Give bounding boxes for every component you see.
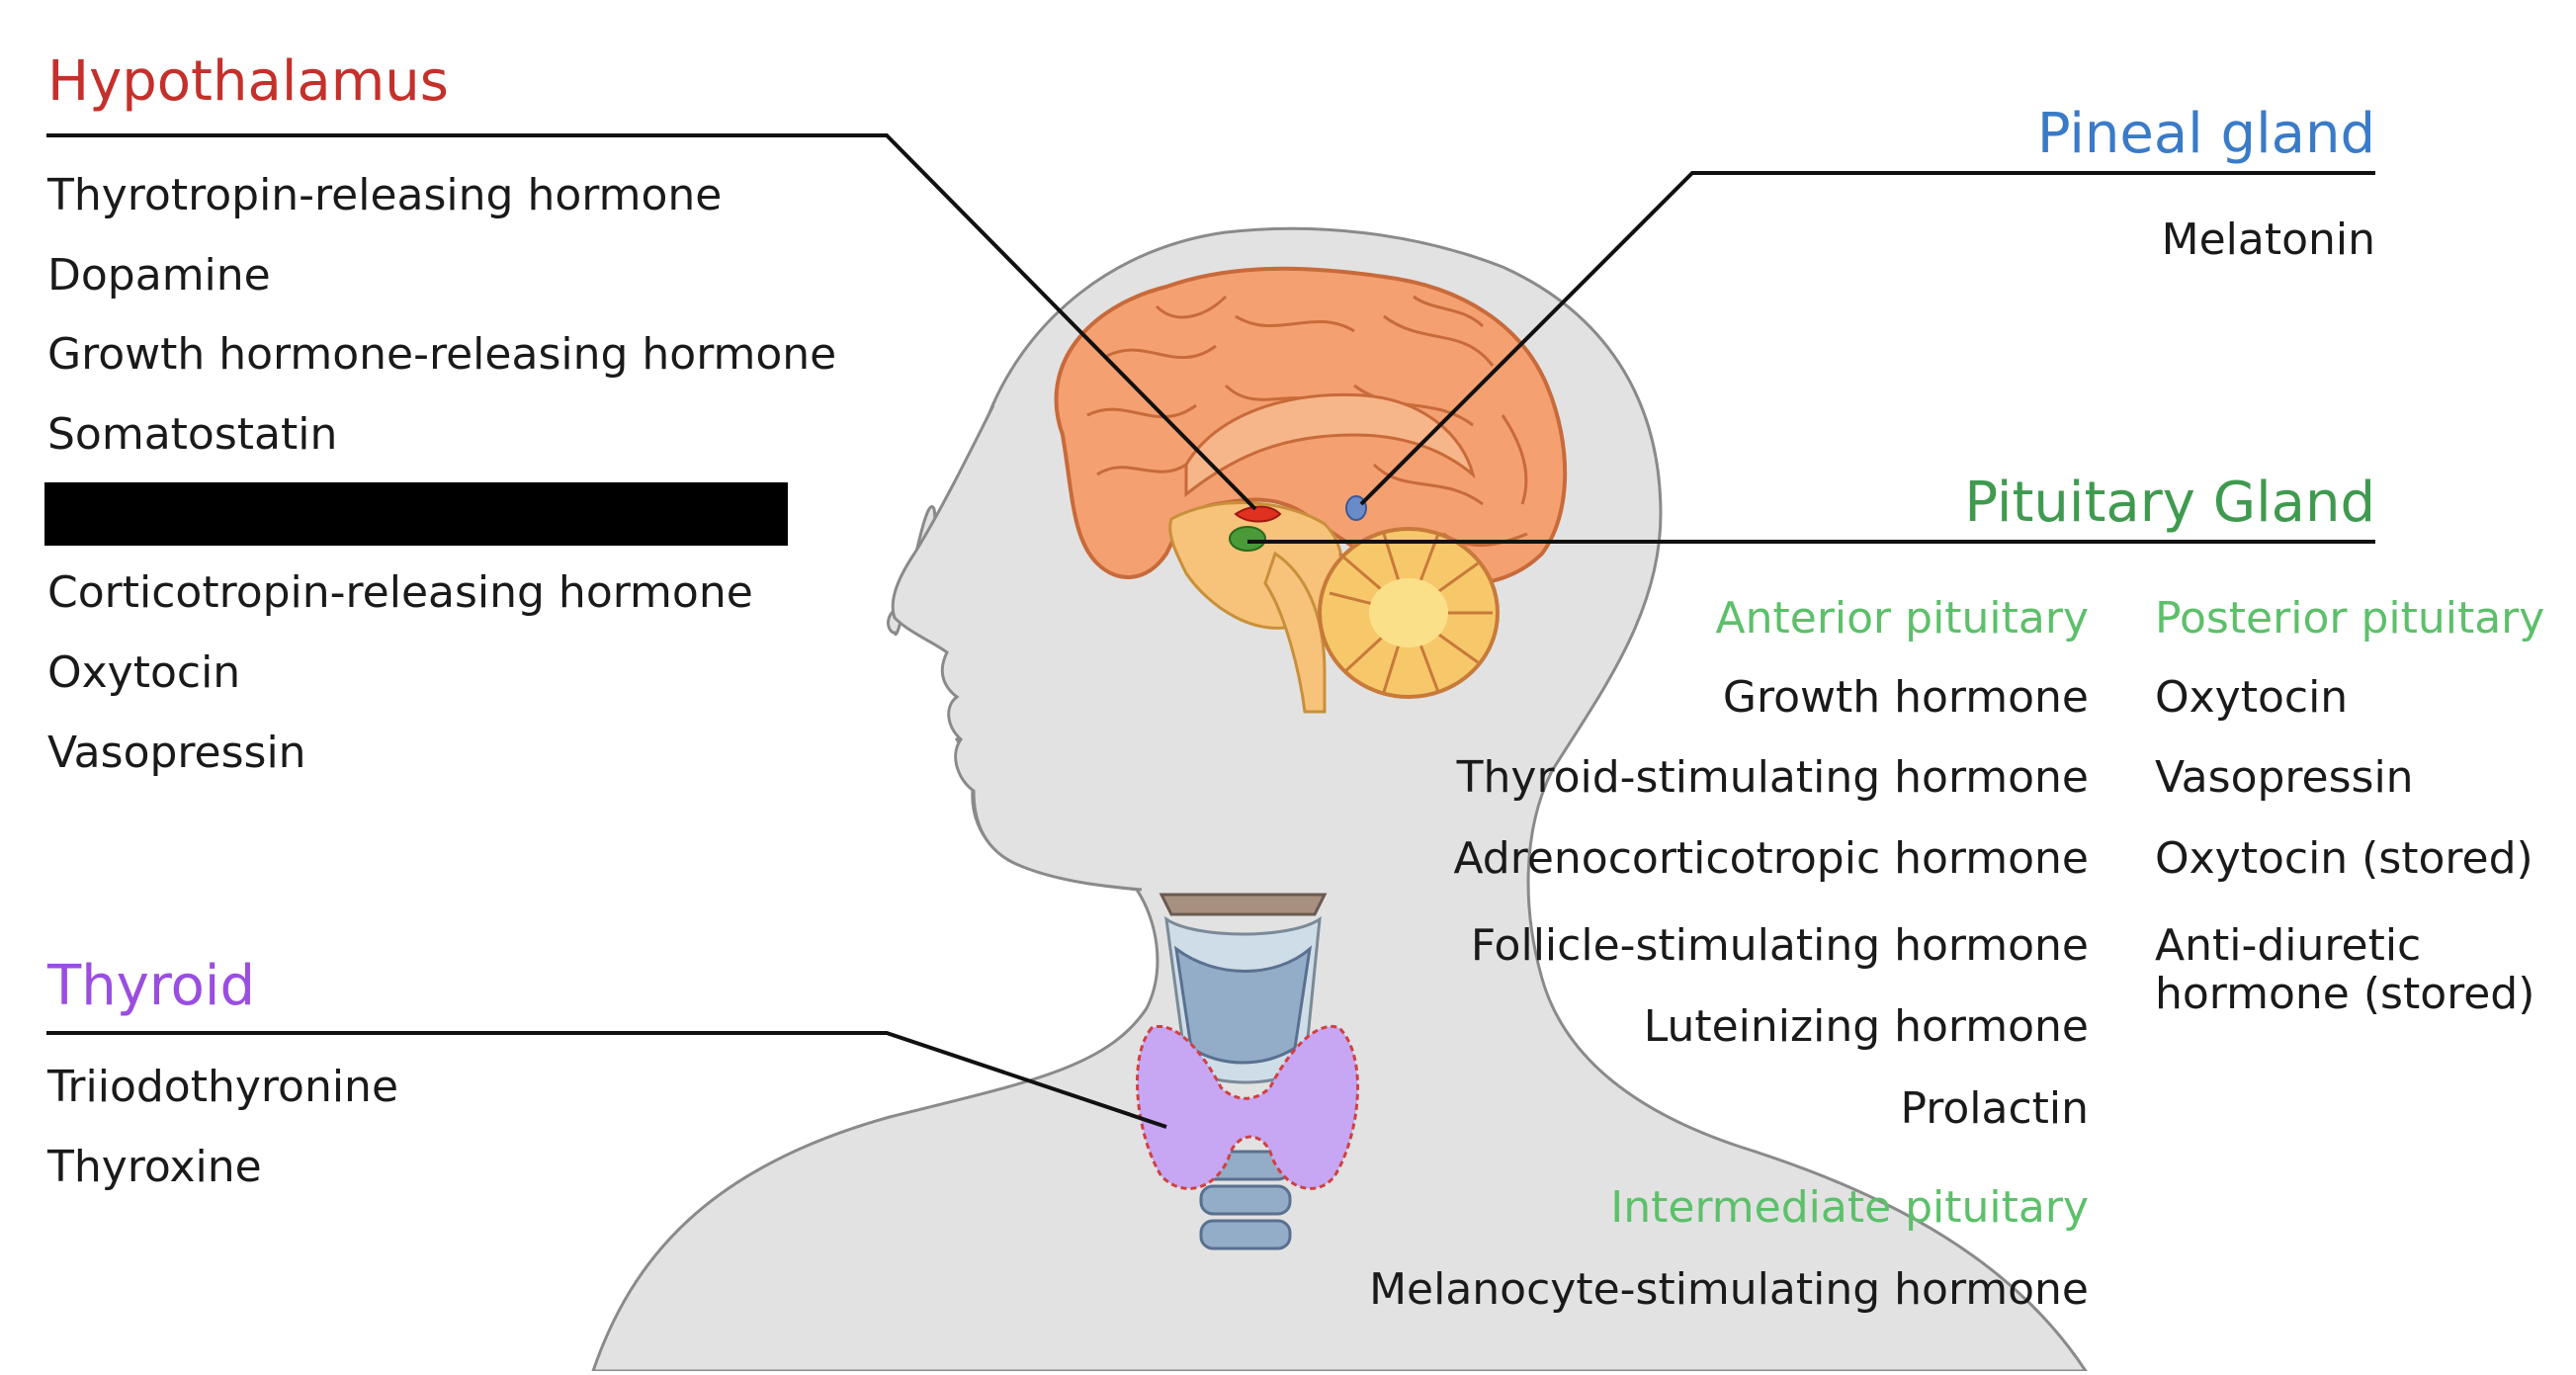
thyroid-cartilage: [1173, 945, 1313, 1065]
anterior-hormone-2: Thyroid-stimulating hormone: [1456, 752, 2089, 803]
hypothalamus-hormone-2: Dopamine: [47, 250, 271, 301]
pineal-hormone-1: Melatonin: [2161, 215, 2375, 265]
corpus-callosum: [1184, 392, 1476, 498]
anterior-hormone-3: Adrenocorticotropic hormone: [1453, 833, 2089, 884]
face-outline: [891, 404, 1143, 892]
thyroid-gland: [1136, 1024, 1359, 1190]
hypothalamus-hormone-6: Corticotropin-releasing hormone: [47, 567, 753, 618]
posterior-hormone-4: Anti-diuretic: [2155, 920, 2422, 971]
pineal-leader: [1359, 171, 2375, 506]
anterior-hormone-5: Luteinizing hormone: [1643, 1001, 2089, 1052]
hypothalamus-hormone-8: Vasopressin: [47, 728, 306, 778]
thyroid-leader: [46, 1031, 1167, 1129]
thyroid-title: Thyroid: [47, 954, 255, 1018]
pineal-title: Pineal gland: [2036, 102, 2375, 166]
anterior-hormone-4: Follicle-stimulating hormone: [1470, 920, 2089, 971]
hypothalamus-title: Hypothalamus: [47, 49, 449, 114]
posterior-hormone-1: Oxytocin: [2155, 672, 2349, 723]
pituitary-title: Pituitary Gland: [1964, 471, 2375, 535]
hypothalamus-marker: [1234, 505, 1282, 523]
hypothalamus-hormone-3: Growth hormone-releasing hormone: [47, 329, 837, 380]
anterior-hormone-1: Growth hormone: [1722, 672, 2089, 723]
hyoid-bone: [1159, 893, 1328, 916]
hypothalamus-hormone-4: Somatostatin: [47, 409, 338, 460]
cerebellum: [1318, 527, 1500, 699]
intermediate-pituitary-title: Intermediate pituitary: [1610, 1182, 2089, 1233]
brain-folds: [1086, 295, 1528, 548]
posterior-hormone-2: Vasopressin: [2155, 752, 2414, 803]
thyroid-hormone-2: Thyroxine: [47, 1142, 262, 1192]
redaction-bar: [44, 482, 788, 546]
pituitary-marker: [1229, 526, 1266, 552]
posterior-hormone-5: hormone (stored): [2155, 969, 2535, 1019]
brain: [1054, 266, 1568, 714]
posterior-hormone-3: Oxytocin (stored): [2155, 833, 2533, 884]
hypothalamus-hormone-1: Thyrotropin-releasing hormone: [47, 170, 723, 220]
leader-lines: [46, 133, 2375, 1129]
hypothalamus-leader: [46, 133, 1257, 511]
posterior-pituitary-title: Posterior pituitary: [2155, 593, 2545, 644]
brainstem: [1263, 551, 1327, 714]
neck-organs: [1136, 893, 1359, 1250]
hypothalamus-hormone-7: Oxytocin: [47, 647, 241, 698]
thyroid-hormone-1: Triiodothyronine: [47, 1062, 399, 1112]
anterior-pituitary-title: Anterior pituitary: [1715, 593, 2089, 644]
intermediate-hormone-1: Melanocyte-stimulating hormone: [1369, 1264, 2089, 1315]
anterior-hormone-6: Prolactin: [1900, 1083, 2089, 1134]
